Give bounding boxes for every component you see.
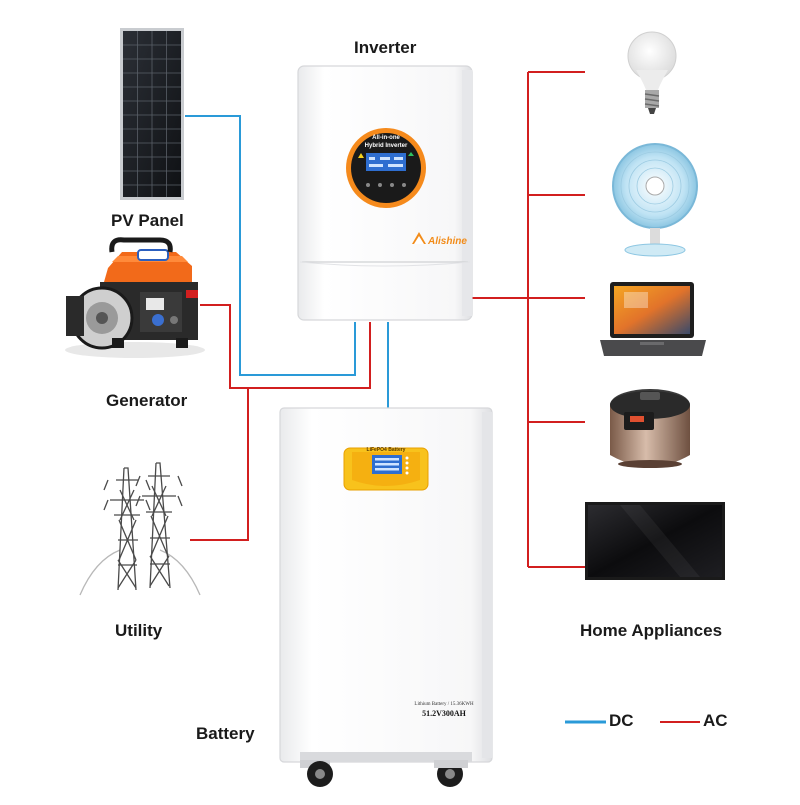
battery-nameplate-small: Lithium Battery / 15.36KWH bbox=[414, 702, 474, 707]
inverter-device bbox=[297, 65, 473, 321]
rice-cooker-icon bbox=[610, 389, 690, 468]
ac-wires bbox=[190, 71, 585, 568]
legend-dc-label: DC bbox=[609, 711, 634, 730]
battery-nameplate-rating: 51.2V300AH bbox=[422, 709, 467, 718]
tv-icon bbox=[585, 502, 725, 580]
ac-wire-utility bbox=[190, 388, 249, 541]
battery-panel-title: LiFePO4 Battery bbox=[367, 447, 406, 453]
desk-fan-icon bbox=[612, 143, 698, 257]
solar-panel-icon bbox=[120, 28, 184, 200]
utility-label: Utility bbox=[115, 621, 163, 640]
dc-wires bbox=[185, 115, 389, 408]
battery-device bbox=[279, 407, 493, 787]
ac-wire-load-bus bbox=[470, 72, 529, 567]
pylon-icon bbox=[79, 462, 201, 596]
lightbulb-icon bbox=[627, 31, 677, 114]
ac-wire-generator bbox=[200, 304, 371, 389]
dc-wire-pv bbox=[185, 115, 356, 376]
home-appliances-label: Home Appliances bbox=[580, 621, 723, 640]
battery-label: Battery bbox=[196, 724, 255, 743]
legend-ac-label: AC bbox=[703, 711, 728, 730]
laptop-icon bbox=[600, 282, 706, 356]
inverter-screen-line1: All-in-one bbox=[372, 135, 400, 141]
pv-panel-label: PV Panel bbox=[111, 211, 184, 230]
inverter-brand: Alishine bbox=[427, 236, 467, 247]
generator-label: Generator bbox=[106, 391, 188, 410]
inverter-screen-line2: Hybrid Inverter bbox=[365, 143, 408, 149]
inverter-label: Inverter bbox=[354, 38, 417, 57]
generator-icon bbox=[65, 237, 205, 358]
